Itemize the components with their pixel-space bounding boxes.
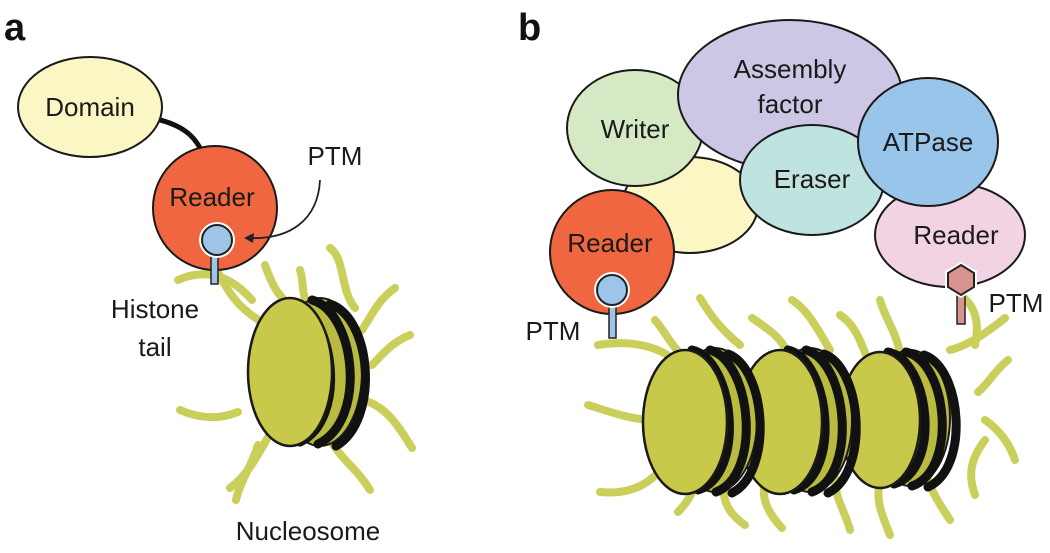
assembly-factor-label-line1: Assembly (734, 54, 847, 84)
ptm-arrow-a (247, 179, 321, 239)
panel-b: b (518, 7, 1044, 539)
writer-label: Writer (601, 114, 670, 144)
domain-label: Domain (45, 92, 135, 122)
nucleosome-label: Nucleosome (236, 516, 381, 546)
panel-a-letter: a (4, 7, 26, 49)
ptm-label-a: PTM (308, 141, 363, 171)
panel-b-nucleosome-3 (838, 347, 961, 492)
panel-a: a Domain Reade (4, 7, 416, 546)
eraser-label: Eraser (774, 164, 851, 194)
panel-a-histone-tails (174, 244, 416, 504)
assembly-factor-label-line2: factor (757, 89, 822, 119)
histone-tail-label-line1: Histone (111, 294, 199, 324)
ptm-arrowhead-a (244, 233, 254, 243)
reader-label-b-left: Reader (567, 228, 653, 258)
reader-label-a: Reader (169, 182, 255, 212)
domain-ellipse (17, 56, 163, 158)
atpase-ellipse (857, 77, 999, 207)
ptm-stick-a (210, 253, 219, 285)
panel-a-nucleosome (246, 295, 370, 451)
panel-b-letter: b (518, 7, 541, 49)
histone-tail-label-line2: tail (138, 332, 171, 362)
atpase-label: ATPase (883, 127, 974, 157)
ptm-label-b-right: PTM (989, 288, 1044, 318)
reader-label-b-right: Reader (913, 220, 999, 250)
ptm-ball-b-left (596, 274, 628, 306)
panel-b-nucleosome-1 (641, 345, 765, 498)
ptm-ball-a (201, 224, 233, 256)
ptm-hexagon-b-right (947, 263, 975, 297)
ptm-label-b-left: PTM (526, 316, 581, 346)
